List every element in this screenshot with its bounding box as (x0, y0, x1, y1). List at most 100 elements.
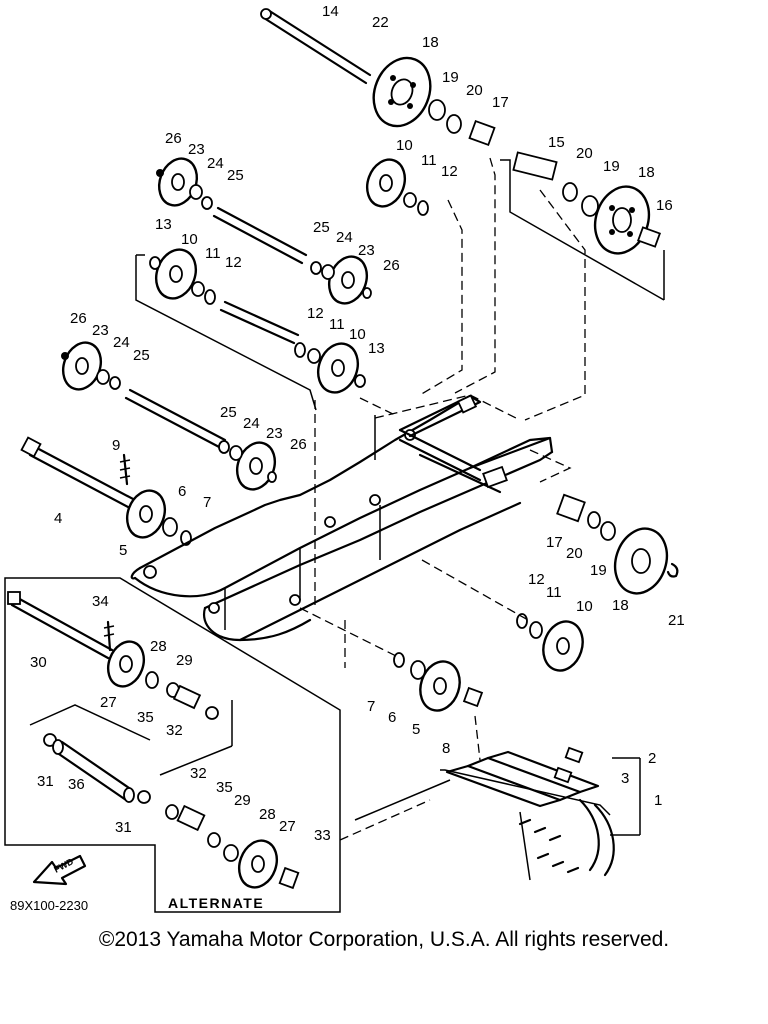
callout-18: 18 (422, 34, 439, 51)
bolt-9 (119, 453, 131, 486)
callout-24c: 24 (113, 334, 130, 351)
ring-25-a (201, 196, 213, 210)
collar-16 (636, 226, 662, 248)
ring-12-top (417, 200, 429, 216)
washer-11-top (403, 192, 417, 208)
bearing-6-left (162, 517, 178, 537)
callout-32b: 32 (190, 765, 207, 782)
spacer-20-top (446, 114, 462, 134)
ring-25-b (310, 261, 322, 275)
cap-8 (462, 686, 484, 708)
callout-12b: 12 (225, 254, 242, 271)
callout-12c: 12 (307, 305, 324, 322)
callout-11c: 11 (329, 316, 345, 333)
shaft-4 (20, 436, 152, 518)
ring-7-lower (393, 652, 405, 668)
callout-20c: 20 (566, 545, 583, 562)
callout-16: 16 (656, 197, 673, 214)
wheel-23-a (156, 157, 199, 207)
callout-4: 4 (54, 510, 62, 527)
callout-17b: 17 (546, 534, 563, 551)
callout-31: 31 (37, 773, 54, 790)
wheel-10-lower (542, 620, 584, 672)
callout-25: 25 (227, 167, 244, 184)
callout-20: 20 (466, 82, 483, 99)
callout-7b: 7 (367, 698, 375, 715)
alternate-parts (7, 591, 300, 890)
wheel-10-mid (317, 342, 359, 394)
clip-21 (666, 562, 679, 578)
washer-24-a (189, 184, 203, 200)
callout-26b: 26 (383, 257, 400, 274)
callout-35b: 35 (216, 779, 233, 796)
alternate-label: ALTERNATE (168, 895, 264, 911)
callout-10b: 10 (181, 231, 198, 248)
callout-35: 35 (137, 709, 154, 726)
callout-25c: 25 (133, 347, 150, 364)
wheel-18-lower (613, 527, 669, 595)
callout-29b: 29 (234, 792, 251, 809)
callout-25d: 25 (220, 404, 237, 421)
washer-11-left (191, 281, 205, 297)
callout-21: 21 (668, 612, 685, 629)
clip-26-d (267, 471, 277, 483)
callout-19: 19 (442, 69, 459, 86)
callout-34: 34 (92, 593, 109, 610)
callout-27b: 27 (279, 818, 296, 835)
callout-numbers: 14 22 18 19 20 17 15 20 19 18 16 26 23 2… (30, 3, 685, 844)
group-outlines (4, 159, 665, 913)
callout-36: 36 (68, 776, 85, 793)
callout-24b: 24 (336, 229, 353, 246)
callout-23d: 23 (266, 425, 283, 442)
ring-12-mid (294, 342, 306, 358)
callout-5: 5 (119, 542, 127, 559)
callout-12d: 12 (528, 571, 545, 588)
callout-20b: 20 (576, 145, 593, 162)
slide-rail-frame (130, 394, 554, 642)
callout-25b: 25 (313, 219, 330, 236)
track-1 (354, 746, 641, 881)
wheel-5-left (125, 489, 167, 539)
callout-22: 22 (372, 14, 389, 31)
collar-17-lower (556, 493, 586, 523)
bearing-19-top (428, 99, 446, 121)
spacer-20-lower (587, 511, 601, 529)
wheel-18-right (593, 185, 651, 255)
collar-17-top (468, 119, 496, 147)
ring-13-left (149, 256, 161, 270)
wheel-23-b (327, 255, 369, 305)
callout-13b: 13 (368, 340, 385, 357)
washer-24-c (96, 369, 110, 385)
forward-arrow-icon: FWD (32, 854, 87, 886)
callout-11b: 11 (205, 245, 221, 262)
callout-19c: 19 (590, 562, 607, 579)
callout-12: 12 (441, 163, 458, 180)
wheel-5-lower (419, 660, 461, 712)
wheel-18-top (372, 56, 432, 128)
callout-13: 13 (155, 216, 172, 233)
bearing-19-lower (600, 521, 616, 541)
wheel-10-top (365, 158, 407, 208)
washer-24-b (321, 264, 335, 280)
washer-24-d (229, 445, 243, 461)
callout-19b: 19 (603, 158, 620, 175)
callout-26c: 26 (70, 310, 87, 327)
callout-9: 9 (112, 437, 120, 454)
callout-10d: 10 (576, 598, 593, 615)
wheel-23-c (61, 341, 103, 391)
ring-12-left (204, 289, 216, 305)
callout-32: 32 (166, 722, 183, 739)
wheel-10-left (155, 248, 197, 300)
callout-10: 10 (396, 137, 413, 154)
clip-26-b (362, 287, 372, 299)
shaft-15 (512, 151, 558, 181)
callout-3: 3 (621, 770, 629, 787)
callout-2: 2 (648, 750, 656, 767)
bearing-19-right (581, 195, 599, 217)
callout-26d: 26 (290, 436, 307, 453)
callout-7: 7 (203, 494, 211, 511)
callout-6: 6 (178, 483, 186, 500)
callout-23c: 23 (92, 322, 109, 339)
callout-10c: 10 (349, 326, 366, 343)
